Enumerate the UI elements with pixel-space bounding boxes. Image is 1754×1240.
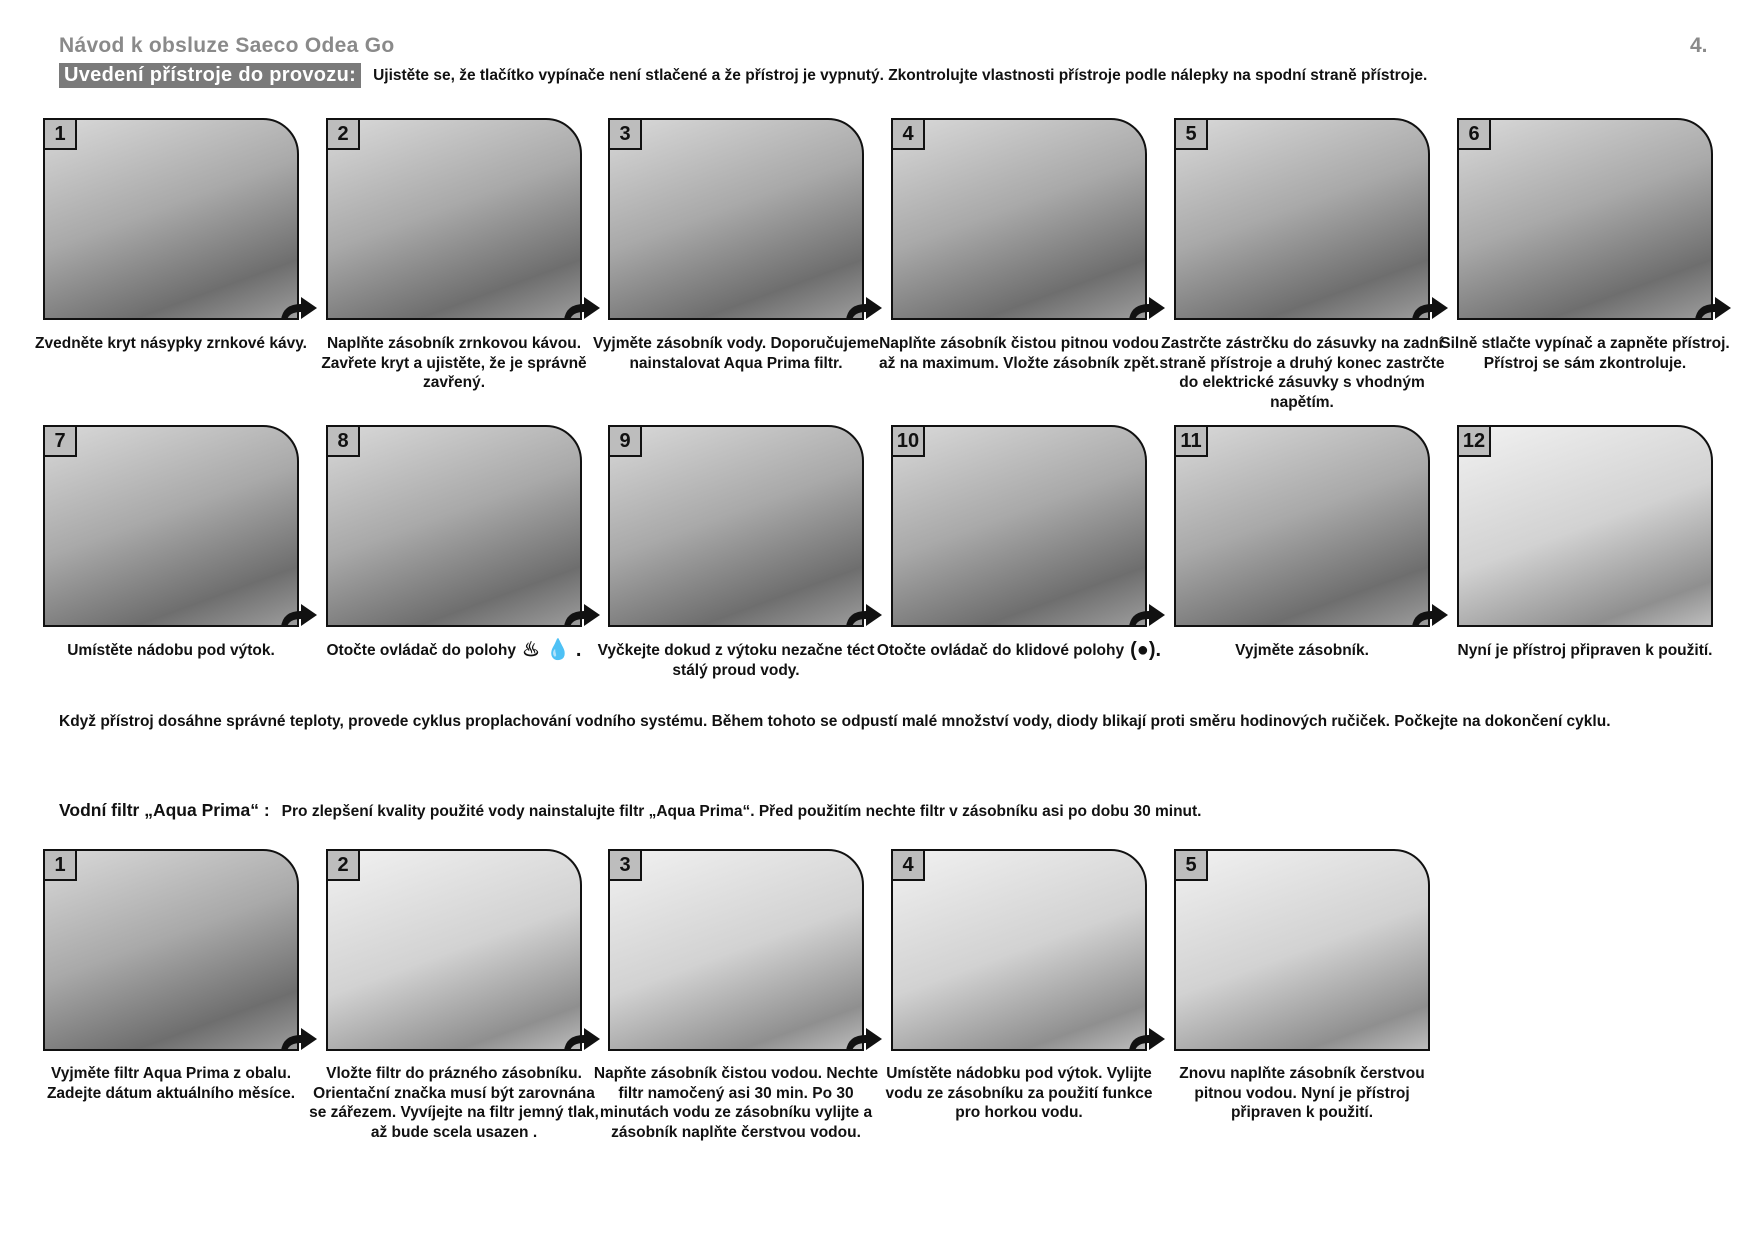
step-caption: Zastrčte zástrčku do zásuvky na zadní st… <box>1157 334 1447 412</box>
step-illustration: 6 <box>1457 118 1731 320</box>
document-title: Návod k obsluze Saeco Odea Go <box>59 34 395 57</box>
step-caption: Vložte filtr do prázného zásobníku. Orie… <box>309 1064 599 1142</box>
step-caption-text: Silně stlačte vypínač a zapněte přístroj… <box>1440 335 1730 372</box>
step-caption-text: Nyní je přístroj připraven k použití. <box>1457 642 1713 659</box>
step-number: 9 <box>608 425 642 457</box>
setup-heading: Uvedení přístroje do provozu: Ujistěte s… <box>59 63 1427 88</box>
step-caption-text: Naplňte zásobník zrnkovou kávou. Zavřete… <box>321 335 587 391</box>
setup-text: Ujistěte se, že tlačítko vypínače není s… <box>373 66 1428 84</box>
step-caption: Nyní je přístroj připraven k použití. <box>1440 641 1730 661</box>
aqua-label: Vodní filtr „Aqua Prima“ : <box>59 800 270 820</box>
step-illustration: 3 <box>608 849 882 1051</box>
step-caption: Vyčkejte dokud z výtoku nezačne téct stá… <box>591 641 881 680</box>
step-illustration: 1 <box>43 118 317 320</box>
next-step-arrow-icon <box>281 297 317 320</box>
step-number: 10 <box>891 425 925 457</box>
step-illustration: 5 <box>1174 118 1448 320</box>
step-caption-text: Otočte ovládač do polohy <box>326 642 516 659</box>
step-caption: Vyjměte zásobník vody. Doporučujeme nain… <box>591 334 881 373</box>
step-illustration: 8 <box>326 425 600 627</box>
setup-label: Uvedení přístroje do provozu: <box>59 63 362 88</box>
step-caption: Vyjměte filtr Aqua Prima z obalu. Zadejt… <box>26 1064 316 1103</box>
next-step-arrow-icon <box>846 604 882 627</box>
step-caption-text: Umístěte nádobu pod výtok. <box>67 642 275 659</box>
step-number: 12 <box>1457 425 1491 457</box>
step-number: 5 <box>1174 118 1208 150</box>
step-caption-text: Vyjměte filtr Aqua Prima z obalu. Zadejt… <box>46 1065 296 1102</box>
position-symbol-icon: (●). <box>1130 639 1162 662</box>
step-caption-text: Umístěte nádobku pod výtok. Vylijte vodu… <box>885 1065 1153 1121</box>
step-illustration: 1 <box>43 849 317 1051</box>
step-number: 5 <box>1174 849 1208 881</box>
next-step-arrow-icon <box>1129 1028 1165 1051</box>
next-step-arrow-icon <box>1129 297 1165 320</box>
step-illustration: 12 <box>1457 425 1713 627</box>
step-caption: Znovu naplňte zásobník čerstvou pitnou v… <box>1157 1064 1447 1123</box>
step-caption-text: Otočte ovládač do klidové polohy <box>876 642 1125 659</box>
step-caption-text: Znovu naplňte zásobník čerstvou pitnou v… <box>1179 1065 1425 1121</box>
step-caption: Napňte zásobník čistou vodou. Nechte fil… <box>591 1064 881 1142</box>
next-step-arrow-icon <box>564 297 600 320</box>
step-caption: Vyjměte zásobník. <box>1157 641 1447 661</box>
step-caption: Otočte ovládač do polohy ♨ 💧 . <box>309 639 599 662</box>
step-number: 2 <box>326 849 360 881</box>
aqua-heading: Vodní filtr „Aqua Prima“ : Pro zlepšení … <box>59 800 1202 821</box>
next-step-arrow-icon <box>281 1028 317 1051</box>
step-illustration: 4 <box>891 118 1165 320</box>
step-number: 1 <box>43 118 77 150</box>
step-illustration: 11 <box>1174 425 1448 627</box>
step-illustration: 2 <box>326 849 600 1051</box>
step-number: 2 <box>326 118 360 150</box>
step-caption-text: Vyjměte zásobník vody. Doporučujeme nain… <box>593 335 879 372</box>
step-number: 4 <box>891 849 925 881</box>
step-caption-text: Zvedněte kryt násypky zrnkové kávy. <box>35 335 307 352</box>
step-number: 3 <box>608 118 642 150</box>
step-caption: Zvedněte kryt násypky zrnkové kávy. <box>26 334 316 354</box>
step-illustration: 5 <box>1174 849 1430 1051</box>
step-number: 3 <box>608 849 642 881</box>
step-caption-text: Vložte filtr do prázného zásobníku. Orie… <box>309 1065 599 1141</box>
step-illustration: 10 <box>891 425 1165 627</box>
rinse-note: Když přístroj dosáhne správné teploty, p… <box>59 713 1611 730</box>
step-illustration: 7 <box>43 425 317 627</box>
step-caption: Naplňte zásobník zrnkovou kávou. Zavřete… <box>309 334 599 393</box>
step-illustration: 4 <box>891 849 1165 1051</box>
next-step-arrow-icon <box>1695 297 1731 320</box>
position-symbol-icon: ♨ 💧 . <box>521 639 582 662</box>
step-caption: Silně stlačte vypínač a zapněte přístroj… <box>1440 334 1730 373</box>
step-number: 7 <box>43 425 77 457</box>
step-caption-text: Vyjměte zásobník. <box>1235 642 1369 659</box>
step-number: 11 <box>1174 425 1208 457</box>
next-step-arrow-icon <box>281 604 317 627</box>
step-illustration: 3 <box>608 118 882 320</box>
step-caption-text: Vyčkejte dokud z výtoku nezačne téct stá… <box>597 642 875 679</box>
step-number: 1 <box>43 849 77 881</box>
step-illustration: 9 <box>608 425 882 627</box>
step-number: 6 <box>1457 118 1491 150</box>
next-step-arrow-icon <box>846 1028 882 1051</box>
step-caption-text: Zastrčte zástrčku do zásuvky na zadní st… <box>1159 335 1445 411</box>
next-step-arrow-icon <box>1412 297 1448 320</box>
next-step-arrow-icon <box>1412 604 1448 627</box>
step-illustration: 2 <box>326 118 600 320</box>
step-caption-text: Naplňte zásobník čistou pitnou vodou až … <box>879 335 1159 372</box>
page-number: 4. <box>1690 34 1708 57</box>
next-step-arrow-icon <box>564 604 600 627</box>
step-caption: Umístěte nádobku pod výtok. Vylijte vodu… <box>874 1064 1164 1123</box>
next-step-arrow-icon <box>846 297 882 320</box>
step-caption-text: Napňte zásobník čistou vodou. Nechte fil… <box>593 1065 879 1141</box>
step-number: 8 <box>326 425 360 457</box>
step-caption: Umístěte nádobu pod výtok. <box>26 641 316 661</box>
aqua-text: Pro zlepšení kvality použité vody nainst… <box>281 803 1202 820</box>
next-step-arrow-icon <box>1129 604 1165 627</box>
step-caption: Otočte ovládač do klidové polohy (●). <box>874 639 1164 662</box>
next-step-arrow-icon <box>564 1028 600 1051</box>
step-number: 4 <box>891 118 925 150</box>
step-caption: Naplňte zásobník čistou pitnou vodou až … <box>874 334 1164 373</box>
